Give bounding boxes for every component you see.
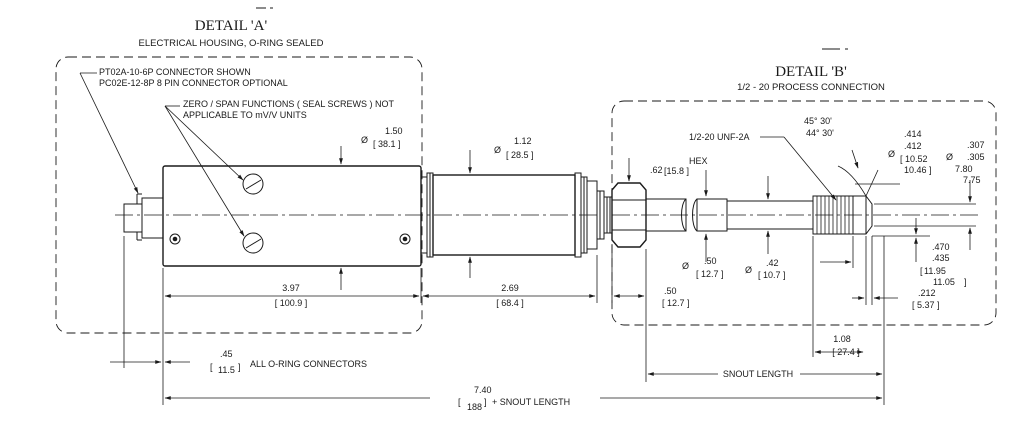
detail-b-boundary [611,100,997,326]
svg-text:1.08: 1.08 [833,334,851,344]
housing-length-dimension: 3.97 [ 100.9 ] [162,268,422,405]
detail-b-subtitle: 1/2 - 20 PROCESS CONNECTION [737,82,885,93]
zero-screw-icon [242,173,264,195]
svg-text:.412: .412 [904,141,922,151]
oring-note: ALL O-RING CONNECTORS [250,359,367,369]
svg-text:[ 27.4 ]: [ 27.4 ] [832,347,860,357]
electrical-housing [162,165,422,267]
svg-text:.307: .307 [967,140,985,150]
svg-text:[ 12.7 ]: [ 12.7 ] [662,298,690,308]
zero-span-note-continued: APPLICABLE TO mV/V UNITS [183,110,307,120]
svg-text:.305: .305 [967,152,985,162]
svg-text:Ø: Ø [946,152,953,162]
svg-text:45° 30': 45° 30' [804,116,832,126]
zero-span-note: ZERO / SPAN FUNCTIONS ( SEAL SCREWS ) NO… [183,99,395,109]
detail-b-heading: DETAIL 'B' 1/2 - 20 PROCESS CONNECTION [737,48,885,93]
hex-size-dimension: .62 [15.8 ] HEX [627,156,708,262]
svg-text:7.80: 7.80 [955,164,973,174]
svg-text:188: 188 [467,402,482,412]
oring-connector-dimension: .45 [ 11.5 ] ALL O-RING CONNECTORS [110,236,367,375]
svg-text:[ 10.7 ]: [ 10.7 ] [758,270,786,280]
svg-text:.50: .50 [664,286,677,296]
hex-label: HEX [689,156,708,166]
svg-text:10.46 ]: 10.46 ] [904,165,932,175]
housing-diameter-dimension: Ø 1.50 [ 38.1 ] [339,126,403,290]
svg-text:Ø: Ø [361,135,368,145]
connector-note: PT02A-10-6P CONNECTOR SHOWN [99,67,251,77]
svg-text:Ø: Ø [888,149,895,159]
zero-span-leader [164,105,245,237]
mounting-screw-icon [169,233,181,245]
total-length-note: + SNOUT LENGTH [492,397,570,407]
span-screw-icon [242,232,264,254]
detail-a-title: DETAIL 'A' [195,18,268,34]
thread-length-dimension: .470 .435 11.95 11.05 [ ] [820,218,967,305]
svg-text:11.05: 11.05 [933,277,955,287]
svg-text:Ø: Ø [745,265,752,275]
svg-text:[15.8 ]: [15.8 ] [664,166,689,176]
svg-text:44° 30': 44° 30' [806,128,834,138]
svg-text:[: [ [210,362,213,372]
connector [123,193,164,241]
detail-a-boundary [55,56,423,334]
detail-a-subtitle: ELECTRICAL HOUSING, O-RING SEALED [139,38,324,49]
svg-text:11.95: 11.95 [924,266,946,276]
svg-text:2.69: 2.69 [501,283,519,293]
svg-text:1.12: 1.12 [514,136,532,146]
thread-callout: 1/2-20 UNF-2A [689,132,837,201]
svg-text:.212: .212 [918,288,936,298]
svg-text:.50: .50 [704,256,717,266]
svg-text:]: ] [964,277,967,287]
snout-length-label: SNOUT LENGTH [723,369,793,379]
hex-length-dimension: .50 [ 12.7 ] [611,245,690,382]
detail-b-title: DETAIL 'B' [775,64,847,80]
svg-text:.42: .42 [766,258,779,268]
tip-diameter: Ø .307 .305 7.80 7.75 [874,140,985,250]
thread-major-diameter: Ø .414 .412 [ 10.52 10.46 ] [855,129,932,185]
connector-option-note: PC02E-12-8P 8 PIN CONNECTOR OPTIONAL [99,78,288,88]
mounting-screw-icon [399,233,411,245]
svg-text:[ 68.4 ]: [ 68.4 ] [496,298,524,308]
svg-text:.414: .414 [904,129,922,139]
svg-text:[: [ [458,397,461,407]
tip-length-dimension: .212 [ 5.37 ] [852,236,940,310]
body-diameter-dimension: Ø 1.12 [ 28.5 ] [468,136,534,278]
svg-text:[ 12.7 ]: [ 12.7 ] [696,269,724,279]
thread-label: 1/2-20 UNF-2A [689,132,750,142]
svg-text:3.97: 3.97 [282,283,300,293]
svg-text:]: ] [238,362,241,372]
svg-text:.62: .62 [650,165,663,175]
snout-tip-dimension: 1.08 [ 27.4 ] [812,236,864,357]
connector-leader [79,72,139,194]
svg-text:[ 5.37 ]: [ 5.37 ] [912,300,940,310]
detail-a-heading: DETAIL 'A' ELECTRICAL HOUSING, O-RING SE… [139,7,324,49]
snout-diameter-050: Ø .50 [ 12.7 ] [682,256,724,279]
body-length-dimension: 2.69 [ 68.4 ] [422,255,598,308]
svg-text:.470: .470 [932,242,950,252]
svg-text:.435: .435 [932,253,950,263]
svg-text:.45: .45 [220,349,233,359]
svg-text:[ 38.1 ]: [ 38.1 ] [373,139,401,149]
total-length-dimension: 7.40 [ 188 ] + SNOUT LENGTH [164,385,883,412]
snout-diameter-042: Ø .42 [ 10.7 ] [745,176,786,280]
svg-text:[ 100.9 ]: [ 100.9 ] [275,298,308,308]
svg-text:1.50: 1.50 [385,126,403,136]
svg-text:[: [ [920,266,923,276]
svg-text:Ø: Ø [682,261,689,271]
svg-text:7.40: 7.40 [474,385,492,395]
svg-text:]: ] [484,397,487,407]
chamfer-angle-dimension: 45° 30' 44° 30' [804,116,879,197]
svg-text:7.75: 7.75 [963,175,981,185]
svg-text:[ 28.5 ]: [ 28.5 ] [506,150,534,160]
svg-text:[ 10.52: [ 10.52 [900,154,928,164]
svg-text:Ø: Ø [494,145,501,155]
svg-text:11.5: 11.5 [218,365,235,375]
snout-length-dimension: SNOUT LENGTH [647,236,885,405]
